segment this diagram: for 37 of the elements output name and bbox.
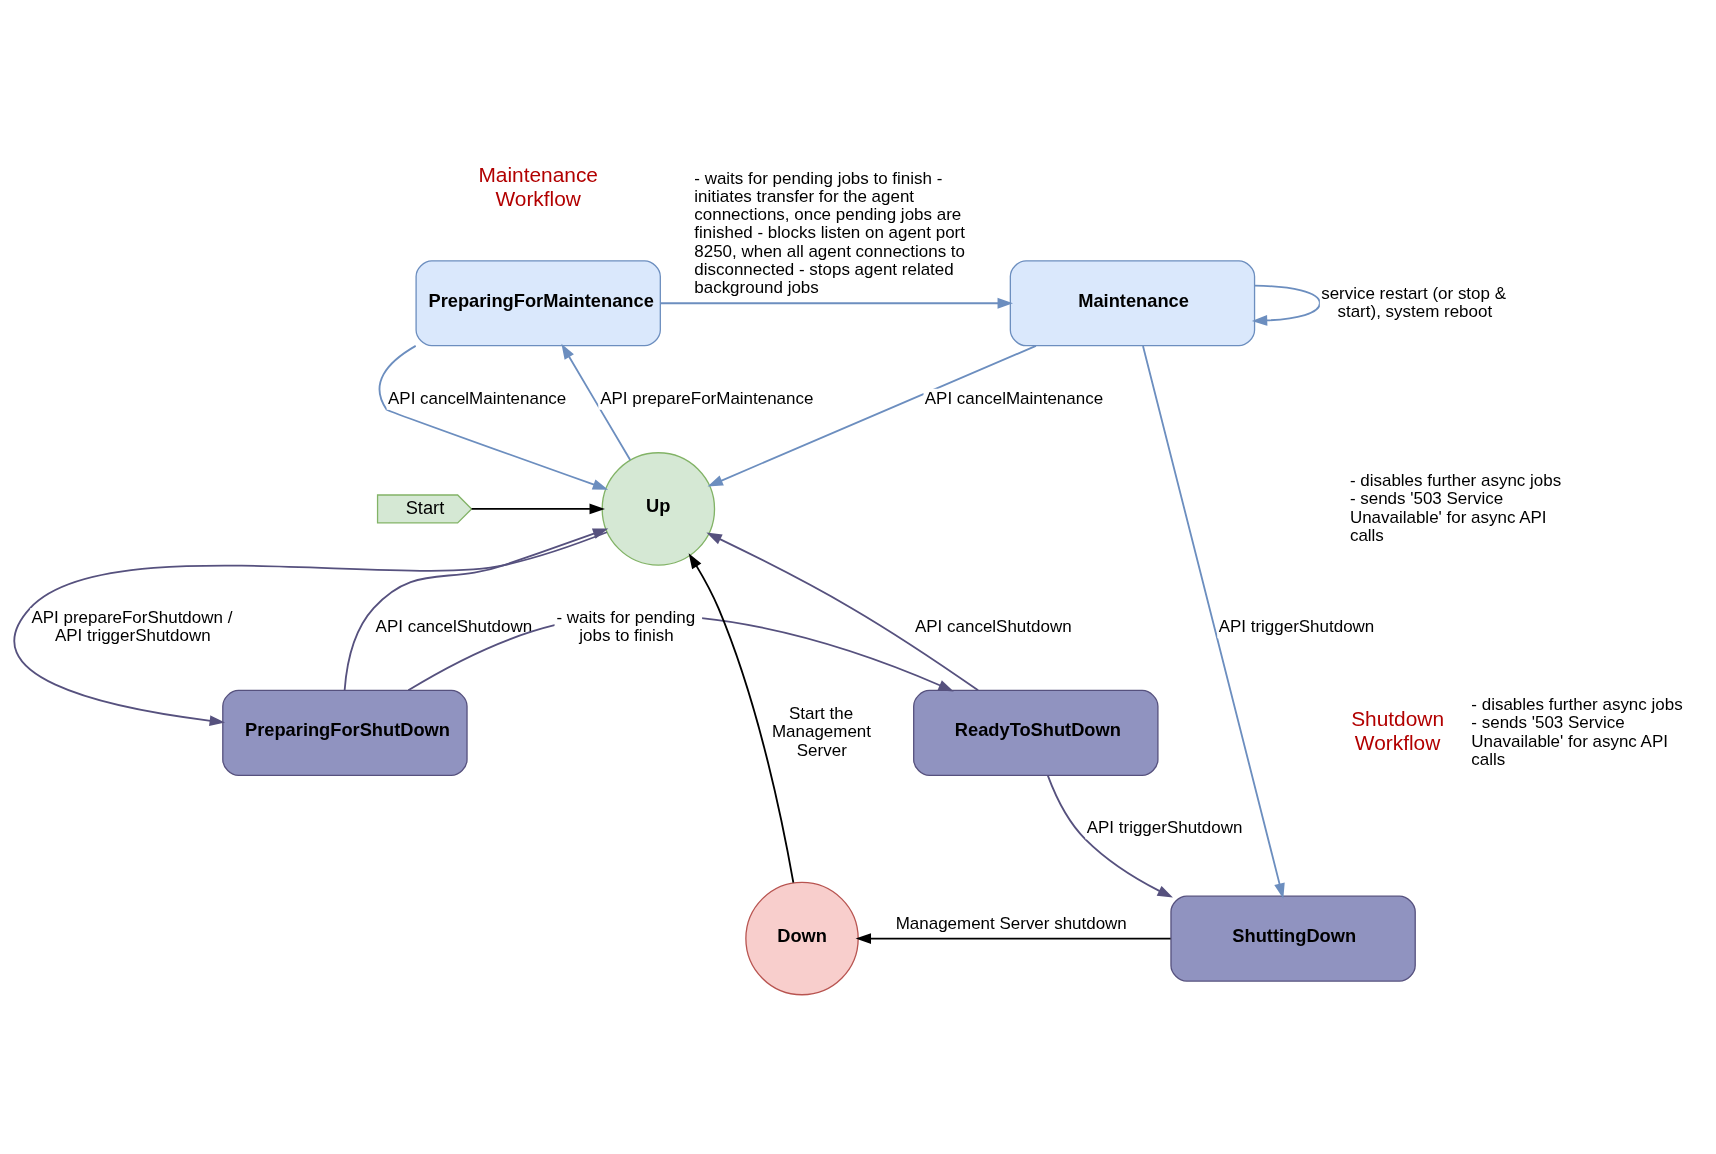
edge-label: Start the Management Server — [771, 703, 872, 760]
arrow — [561, 343, 632, 461]
edge-label: API triggerShutdown — [1218, 616, 1375, 636]
edge-label: API prepareForMaintenance — [600, 388, 814, 408]
edge-label: API triggerShutdown — [1086, 817, 1243, 837]
arrow — [688, 552, 795, 884]
label: - disables further async jobs - sends '503 Service Unavailable' for async API calls — [1471, 694, 1683, 769]
arrow — [659, 297, 1013, 309]
arrow — [1251, 284, 1321, 326]
node-box: ShuttingDown — [1170, 895, 1416, 982]
arrow — [707, 344, 1037, 487]
label: Maintenance Workflow — [478, 162, 598, 210]
arrow — [13, 530, 608, 726]
edge-label: service restart (or stop & start), system reboot — [1321, 283, 1506, 321]
arrow — [855, 932, 1172, 944]
arrow — [1142, 344, 1285, 899]
arrow — [470, 503, 605, 514]
edge-label: API cancelMaintenance — [388, 388, 567, 408]
node-box: PreparingForShutDown — [222, 689, 468, 776]
node-box: Maintenance — [1009, 259, 1256, 346]
label: Shutdown Workflow — [1351, 706, 1444, 754]
edge-label: API cancelShutdown — [375, 616, 533, 636]
label: - disables further async jobs - sends '503 Service Unavailable' for async API calls — [1349, 470, 1562, 545]
node-circle: Up — [601, 451, 716, 566]
edge-label: API cancelShutdown — [915, 616, 1072, 636]
arrow — [706, 532, 979, 691]
node-box: PreparingForMaintenance — [415, 259, 661, 346]
node-circle: Down — [745, 881, 859, 995]
edge-label: Management Server shutdown — [895, 913, 1127, 933]
arrow — [343, 527, 609, 691]
edge-label: API cancelMaintenance — [924, 388, 1104, 408]
edge-label: - waits for pending jobs to finish - initiates transfer for the agent connections, once pending jobs are finished - blocks listen on agent port 8250, when all agent connections to disconnected - stops agent related background jobs — [694, 168, 966, 297]
arrow — [1046, 774, 1173, 898]
edge-label: - waits for pending jobs to finish — [556, 607, 696, 645]
arrow — [378, 344, 609, 490]
edge-label: API prepareForShutdown / API triggerShutdown — [31, 607, 233, 645]
node-box: ReadyToShutDown — [913, 689, 1159, 776]
